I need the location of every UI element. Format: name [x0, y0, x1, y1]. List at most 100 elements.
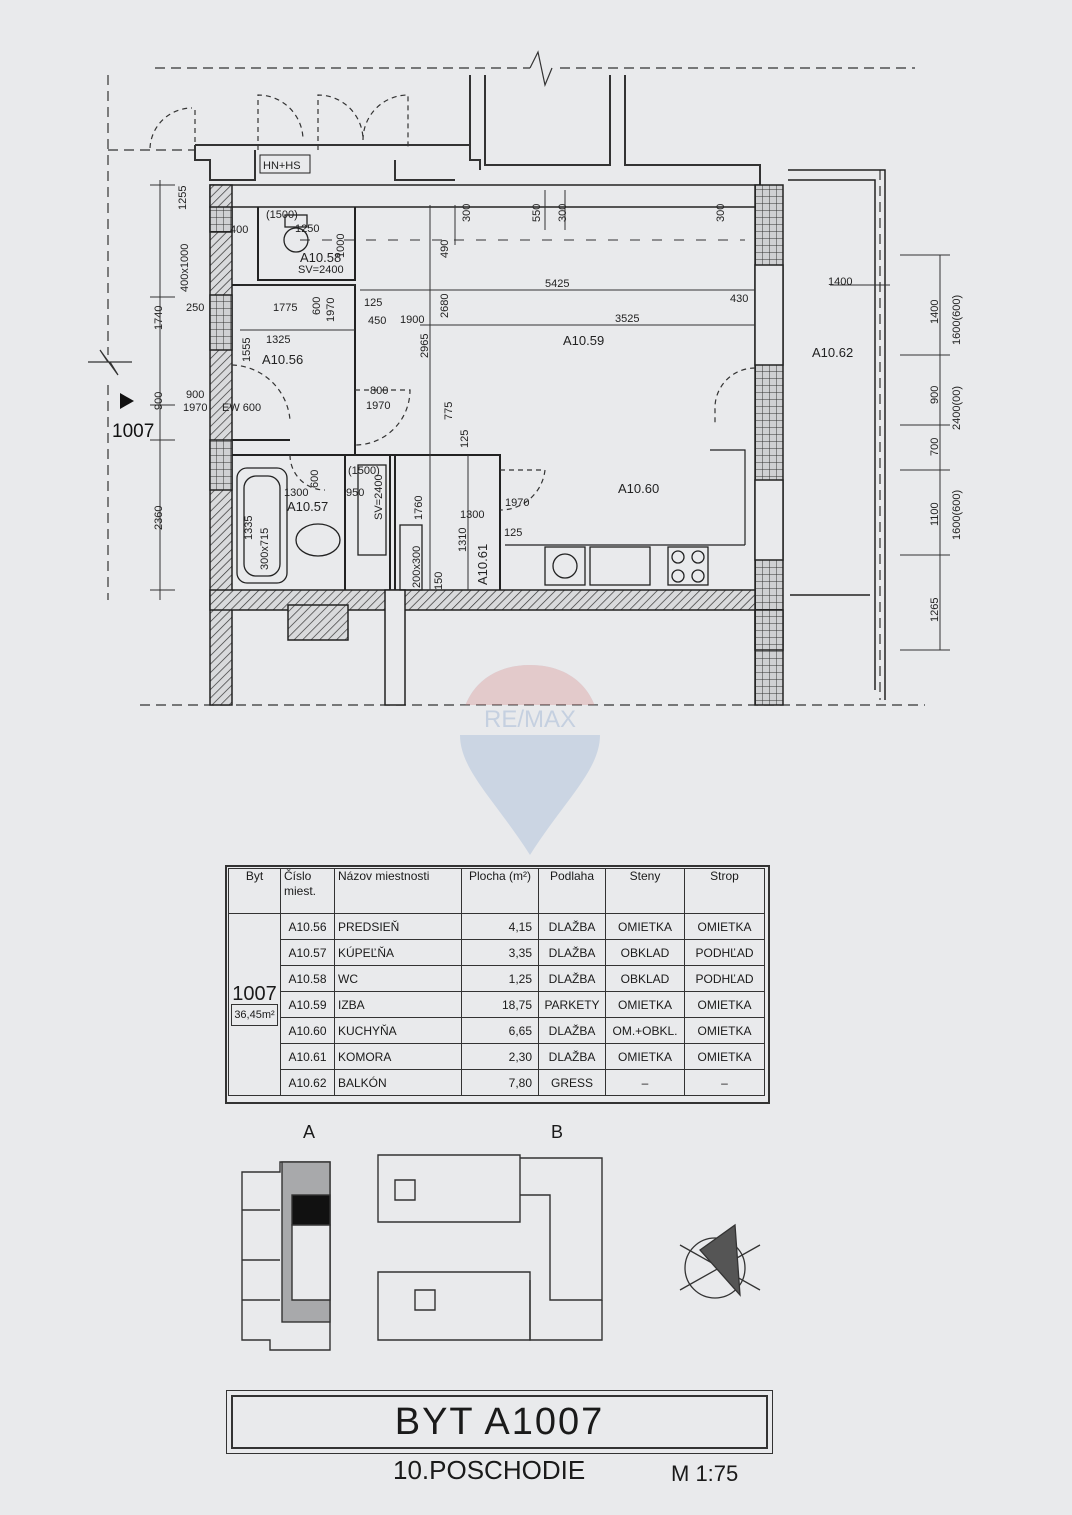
- svg-text:1900: 1900: [400, 314, 424, 326]
- corridor-walls: [194, 75, 761, 195]
- room-label: A10.61: [475, 544, 490, 585]
- svg-text:300: 300: [461, 204, 473, 222]
- svg-text:900: 900: [929, 386, 941, 404]
- bath-1500-label: (1500): [348, 465, 380, 477]
- header-podlaha: Podlaha: [538, 868, 606, 914]
- header-byt: Byt: [228, 868, 281, 914]
- table-row: 1007 36,45m² A10.56 PREDSIEŇ 4,15 DLAŽBA…: [228, 913, 765, 1096]
- svg-text:1300: 1300: [460, 509, 484, 521]
- svg-text:400: 400: [230, 224, 248, 236]
- sv-label: SV=2400: [298, 264, 344, 276]
- north-arrow-icon: [679, 1223, 761, 1299]
- header-strop: Strop: [684, 868, 765, 914]
- break-mark: [529, 50, 553, 88]
- dimension-numbers: 1255 1740 900 2360 400x1000 250 400 1775…: [153, 186, 963, 622]
- svg-text:900: 900: [186, 389, 204, 401]
- svg-text:1970: 1970: [183, 402, 207, 414]
- svg-text:125: 125: [504, 527, 522, 539]
- fixtures: [236, 214, 709, 591]
- svg-text:1000: 1000: [335, 234, 347, 258]
- svg-text:1775: 1775: [273, 302, 297, 314]
- svg-text:150: 150: [433, 572, 445, 590]
- svg-text:800: 800: [370, 385, 388, 397]
- entrance-marker-icon: [120, 393, 134, 409]
- svg-text:1970: 1970: [505, 497, 529, 509]
- apartment-title: BYT A1007: [226, 1390, 773, 1454]
- byt-cell: 1007 36,45m²: [228, 913, 281, 1096]
- svg-text:1760: 1760: [413, 496, 425, 520]
- kitchen-line: [505, 449, 746, 546]
- hnhs-label: HN+HS: [263, 160, 301, 172]
- svg-text:950: 950: [346, 487, 364, 499]
- svg-text:600: 600: [311, 297, 323, 315]
- apartment-marker: 1007: [112, 421, 154, 442]
- svg-text:1300: 1300: [284, 487, 308, 499]
- svg-text:2400(00): 2400(00): [951, 386, 963, 430]
- svg-text:1740: 1740: [153, 306, 165, 330]
- byt-area: 36,45m²: [231, 1003, 278, 1026]
- svg-text:1310: 1310: [457, 528, 469, 552]
- header-cislo: Číslo miest.: [280, 868, 335, 914]
- shelf-label: 200x300: [411, 546, 423, 588]
- table-row: A10.60 KUCHYŇA 6,65 DLAŽBA OM.+OBKL. OMI…: [229, 1017, 765, 1044]
- svg-text:1555: 1555: [241, 338, 253, 362]
- svg-text:2965: 2965: [419, 334, 431, 358]
- keyplan-label-a: A: [303, 1122, 316, 1142]
- table-row: A10.58 WC 1,25 DLAŽBA OBKLAD PODHĽAD: [229, 965, 765, 992]
- svg-text:3525: 3525: [615, 313, 639, 325]
- svg-text:2360: 2360: [153, 506, 165, 530]
- svg-text:2680: 2680: [439, 294, 451, 318]
- svg-text:450: 450: [368, 315, 386, 327]
- door-swings-top: [149, 94, 409, 150]
- balcony: [788, 169, 886, 700]
- table-row: A10.62 BALKÓN 7,80 GRESS – –: [229, 1069, 765, 1096]
- svg-text:550: 550: [531, 204, 543, 222]
- svg-text:5425: 5425: [545, 278, 569, 290]
- svg-text:1600(600): 1600(600): [951, 490, 963, 540]
- door-swings: [231, 364, 756, 511]
- table-row: A10.59 IZBA 18,75 PARKETY OMIETKA OMIETK…: [229, 991, 765, 1018]
- room-label: A10.58: [300, 250, 341, 265]
- svg-text:1970: 1970: [325, 298, 337, 322]
- room-label: A10.57: [287, 499, 328, 514]
- partitions: [232, 207, 501, 590]
- header-nazov: Názov miestnosti: [334, 868, 462, 914]
- svg-text:300: 300: [557, 204, 569, 222]
- walls: [209, 184, 784, 706]
- svg-text:1970: 1970: [366, 400, 390, 412]
- svg-text:430: 430: [730, 293, 748, 305]
- header-steny: Steny: [605, 868, 685, 914]
- keyplan-label-b: B: [551, 1122, 564, 1142]
- svg-text:125: 125: [364, 297, 382, 309]
- svg-text:600: 600: [309, 470, 321, 488]
- svg-text:1325: 1325: [266, 334, 290, 346]
- ew-label: EW 600: [222, 402, 261, 414]
- svg-text:400x1000: 400x1000: [179, 244, 191, 292]
- svg-text:125: 125: [459, 430, 471, 448]
- byt-number: 1007: [232, 982, 277, 1005]
- key-plan: [241, 1154, 761, 1351]
- dimension-lines: [150, 180, 950, 651]
- room-label: A10.60: [618, 481, 659, 496]
- wc-1500-label: (1500): [266, 209, 298, 221]
- room-label: A10.62: [812, 345, 853, 360]
- watermark-logo: RE/MAX: [460, 665, 600, 855]
- scale-label: M 1:75: [671, 1461, 739, 1486]
- svg-text:300: 300: [715, 204, 727, 222]
- svg-text:1600(600): 1600(600): [951, 295, 963, 345]
- svg-text:900: 900: [153, 392, 165, 410]
- header-plocha: Plocha (m²): [461, 868, 539, 914]
- svg-text:1400: 1400: [828, 276, 852, 288]
- watermark-text: RE/MAX: [484, 706, 576, 733]
- svg-text:1335: 1335: [243, 516, 255, 540]
- floor-label: 10.POSCHODIE: [393, 1455, 586, 1485]
- break-mark: [88, 349, 132, 376]
- svg-text:1250: 1250: [295, 223, 319, 235]
- svg-text:490: 490: [439, 240, 451, 258]
- tub-label: 300x715: [259, 528, 271, 570]
- svg-text:250: 250: [186, 302, 204, 314]
- table-row: A10.57 KÚPEĽŇA 3,35 DLAŽBA OBKLAD PODHĽA…: [229, 939, 765, 966]
- svg-text:1100: 1100: [929, 502, 941, 526]
- svg-text:1265: 1265: [929, 598, 941, 622]
